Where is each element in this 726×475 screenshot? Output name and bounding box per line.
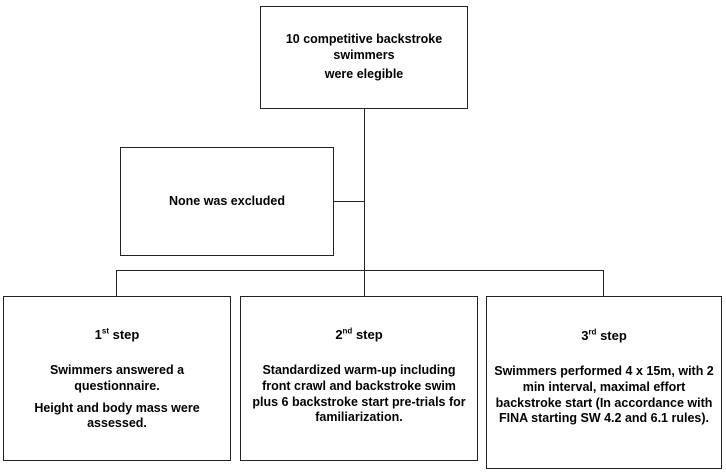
step-3-text-1: Swimmers performed 4 x 15m, with 2 min i… <box>494 364 714 426</box>
step-1-suffix: st <box>101 326 109 336</box>
connector-drop-step3 <box>603 270 605 296</box>
step-2-number: 2 <box>335 327 343 342</box>
step-1-text-1: Swimmers answered a questionnaire. <box>49 363 185 393</box>
step-3-box: 3rd step Swimmers performed 4 x 15m, wit… <box>486 296 722 469</box>
step-1-text-2: Height and body mass were assessed. <box>34 400 200 431</box>
step-1-box: 1st step Swimmers answered a questionnai… <box>3 296 231 461</box>
step-2-box: 2nd step Standardized warm-up including … <box>240 296 478 461</box>
step-3-number: 3 <box>581 328 589 343</box>
connector-top-vertical <box>364 109 366 270</box>
connector-exclusion-branch <box>334 201 365 203</box>
step-3-title: 3rd step <box>581 328 627 344</box>
step-3-word: step <box>600 328 627 343</box>
eligibility-line-2: were elegible <box>324 67 404 82</box>
step-2-word: step <box>355 327 383 342</box>
connector-horizontal-bar <box>116 270 604 272</box>
step-1-title: 1st step <box>95 327 140 343</box>
step-3-suffix: rd <box>588 327 597 337</box>
connector-drop-step1 <box>116 270 118 296</box>
step-1-word: step <box>112 327 140 342</box>
exclusion-text: None was excluded <box>168 193 285 208</box>
step-2-title: 2nd step <box>335 327 382 343</box>
eligibility-line-1: 10 competitive backstroke swimmers <box>285 32 443 62</box>
exclusion-box: None was excluded <box>120 147 334 256</box>
step-1-number: 1 <box>94 327 102 342</box>
step-2-suffix: nd <box>342 326 353 336</box>
step-2-text-1: Standardized warm-up including front cra… <box>252 363 466 425</box>
connector-drop-step2 <box>364 270 366 296</box>
eligibility-box: 10 competitive backstroke swimmers were … <box>260 6 468 109</box>
